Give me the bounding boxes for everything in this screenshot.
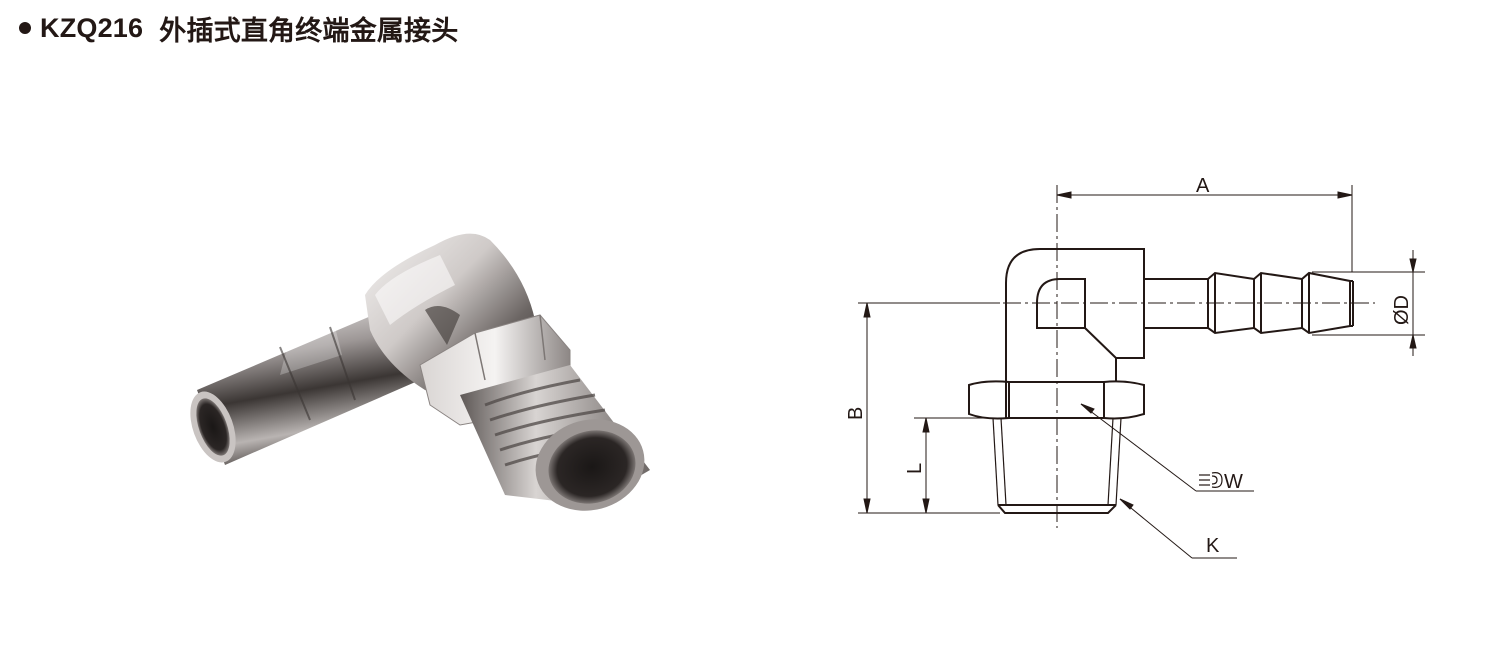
bullet-icon — [19, 22, 31, 34]
hose-barb — [190, 310, 420, 465]
dimension-l — [914, 417, 994, 514]
dimension-b — [858, 302, 1000, 514]
dimension-a — [1056, 185, 1353, 272]
label-w: W — [1224, 471, 1243, 493]
elbow-inner-bore — [1036, 278, 1086, 329]
hex-nut-outline — [968, 380, 1145, 420]
label-a: A — [1196, 175, 1210, 197]
k-leader — [1119, 498, 1237, 559]
label-b: B — [845, 407, 867, 420]
label-d: ØD — [1391, 295, 1413, 325]
wrench-icon — [1199, 472, 1223, 488]
product-photo — [190, 233, 650, 511]
product-name: 外插式直角终端金属接头 — [159, 15, 459, 47]
label-l: L — [904, 463, 926, 474]
w-leader — [1080, 403, 1254, 492]
product-model: KZQ216 — [40, 12, 144, 43]
thread-outline — [992, 417, 1122, 514]
dimension-d — [1312, 250, 1425, 356]
label-k: K — [1206, 535, 1220, 557]
male-thread — [460, 365, 650, 511]
hose-barbs — [1207, 271, 1354, 335]
elbow-body-outline — [1005, 248, 1145, 418]
page-title: KZQ216 外插式直角终端金属接头 — [14, 8, 458, 48]
